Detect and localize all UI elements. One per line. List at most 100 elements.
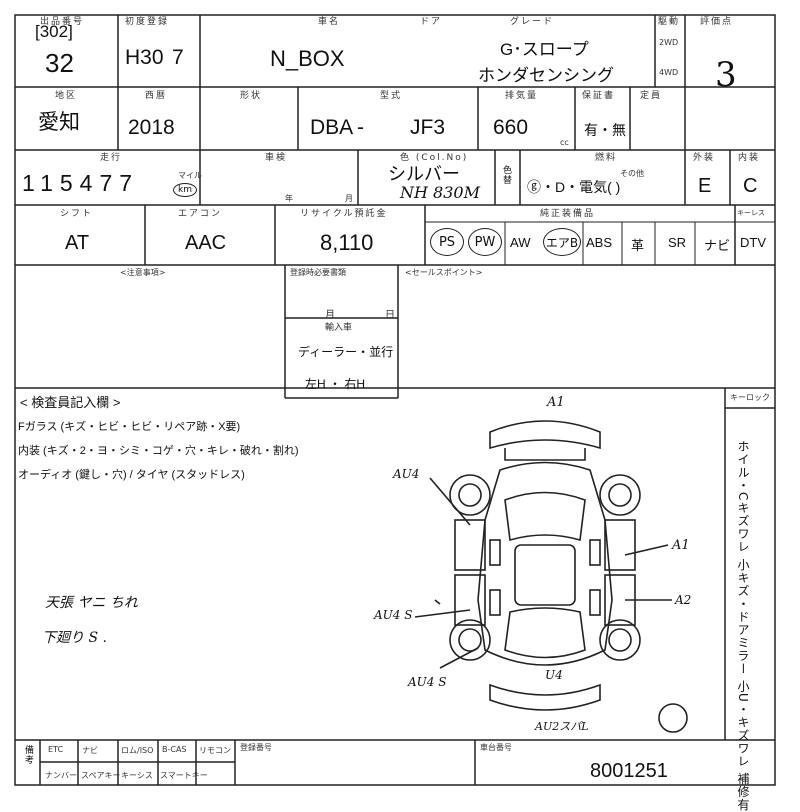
model-sep: -	[357, 116, 364, 139]
footer-rom: ロム/ISO	[121, 746, 154, 755]
mileage-unit-km: km	[173, 183, 197, 197]
notes-label: <注意事項>	[120, 268, 166, 277]
footer-chassis-label: 車台番号	[480, 743, 512, 752]
handwritten-note-2: 下廻り S .	[42, 630, 107, 646]
footer-navi: ナビ	[82, 746, 98, 755]
score-label: 評価点	[700, 17, 734, 27]
aircon-value: AAC	[185, 232, 227, 254]
color-name: シルバー	[388, 164, 460, 184]
score-value: 3	[715, 55, 737, 95]
color-change-label: 色替	[501, 165, 511, 185]
mileage-unit-mile: マイル	[178, 171, 202, 180]
lot-label: 出品番号	[40, 17, 85, 27]
inspection-label: 車検	[265, 153, 288, 163]
model-prefix: DBA	[310, 116, 354, 139]
fuel-other-label: その他	[620, 169, 644, 178]
reg-day-label: 日	[385, 310, 395, 321]
handwritten-note-1: 天張 ヤニ ちれ	[45, 595, 138, 611]
diag-bottom-note: U4	[545, 668, 563, 682]
diag-rear-note: AU2スパL	[535, 720, 589, 733]
footer-remote: リモコン	[199, 746, 231, 755]
shift-label: シフト	[60, 209, 94, 219]
steering-value: 左H ・ 右H	[305, 377, 366, 391]
keylock-label: キーロック	[730, 393, 770, 402]
region-value: 愛知	[38, 111, 80, 134]
reg-month-label: 月	[325, 310, 335, 321]
model-code: JF3	[410, 116, 446, 139]
recycle-label: リサイクル預託金	[300, 209, 388, 219]
drive-4wd: 4WD	[659, 68, 679, 77]
inspector-audio: オーディオ (鍵し・穴) / タイヤ (スタッドレス)	[18, 469, 245, 481]
door-label: ドア	[420, 17, 443, 27]
shift-value: AT	[65, 232, 90, 254]
aircon-label: エアコン	[178, 209, 223, 219]
inspector-interior: 内装 (キズ・2・ヨ・シミ・コゲ・穴・キレ・破れ・割れ)	[18, 445, 299, 457]
fuel-options: ⓖ・D・電気( )	[527, 179, 621, 195]
equip-aw: AW	[510, 235, 531, 250]
recycle-value: 8,110	[320, 230, 374, 255]
equip-pw: PW	[468, 228, 502, 256]
import-label: 輸入車	[325, 323, 353, 333]
model-label: 型式	[380, 91, 403, 101]
reg-memo-label: 登録時必要書類	[290, 268, 346, 277]
interior-label: 内装	[738, 153, 761, 163]
capacity-label: 定員	[640, 91, 663, 101]
fuel-label: 燃料	[595, 153, 618, 163]
inspector-title: < 検査員記入欄 >	[20, 395, 121, 410]
exterior-label: 外装	[693, 153, 716, 163]
car-name: N_BOX	[270, 46, 345, 71]
interior-grade: C	[743, 175, 758, 197]
shape-label: 形状	[240, 91, 263, 101]
inspector-glass: Fガラス (キズ・ヒビ・ヒビ・リペア跡・X要)	[18, 421, 241, 433]
warranty-value: 有・無	[584, 122, 626, 138]
grade-line2: ホンダセンシング	[478, 66, 614, 85]
sales-point-label: <セールスポイント>	[405, 268, 483, 277]
keyless-label: キーレス	[737, 209, 765, 217]
first-reg-month: 7	[172, 46, 184, 69]
equip-dtv: DTV	[740, 235, 766, 250]
grade-label: グレード	[510, 17, 555, 27]
footer-etc: ETC	[48, 745, 64, 754]
equip-navi: ナビ	[704, 238, 731, 253]
displacement-value: 660	[493, 116, 529, 139]
mileage-label: 走行	[100, 153, 123, 163]
footer-reg-label: 登録番号	[240, 743, 272, 752]
diag-left-mid-note: AU4 S	[374, 608, 413, 622]
region-label: 地区	[55, 91, 78, 101]
mileage-value: 115477	[22, 170, 140, 196]
right-column-notes: ホイル・Cキズワレ 小キズ・ドアミラー 小U・キズワレ 補修有	[736, 440, 750, 812]
exterior-grade: E	[698, 175, 712, 197]
footer-number: ナンバー	[45, 771, 77, 780]
footer-smart-key: スマートキー	[160, 771, 208, 780]
grade-line1: G･スロープ	[500, 40, 589, 59]
year-label: 西暦	[145, 91, 168, 101]
equip-abs: ABS	[586, 235, 613, 250]
equip-sr: SR	[668, 235, 687, 250]
diag-top-note: A1	[547, 395, 565, 410]
diag-right-upper-note: A1	[672, 538, 690, 553]
dealer-value: ディーラー・並行	[298, 345, 394, 359]
diag-right-lower-note: A2	[675, 593, 692, 607]
footer-side-label: 備考	[23, 745, 33, 765]
cc-label: cc	[560, 138, 569, 147]
inspection-month: 月	[345, 194, 353, 203]
drive-label: 駆動	[658, 17, 681, 27]
inspection-year: 年	[285, 194, 293, 203]
footer-spare-key: スペアキー	[81, 771, 121, 780]
displacement-label: 排気量	[505, 91, 539, 101]
chassis-number: 8001251	[590, 760, 668, 782]
color-label: 色 (Col.No)	[400, 153, 469, 163]
car-name-label: 車名	[318, 17, 341, 27]
warranty-label: 保証書	[582, 91, 616, 101]
equip-leather: 革	[631, 238, 645, 253]
diag-left-lower-note: AU4 S	[408, 675, 447, 689]
footer-bcas: B-CAS	[162, 745, 187, 754]
lot-number: 32	[45, 48, 74, 78]
equip-airbag: エアB	[543, 228, 581, 256]
first-reg-era: H30	[125, 46, 164, 69]
lot-sub: [302]	[35, 22, 73, 41]
first-reg-label: 初度登録	[125, 17, 170, 27]
